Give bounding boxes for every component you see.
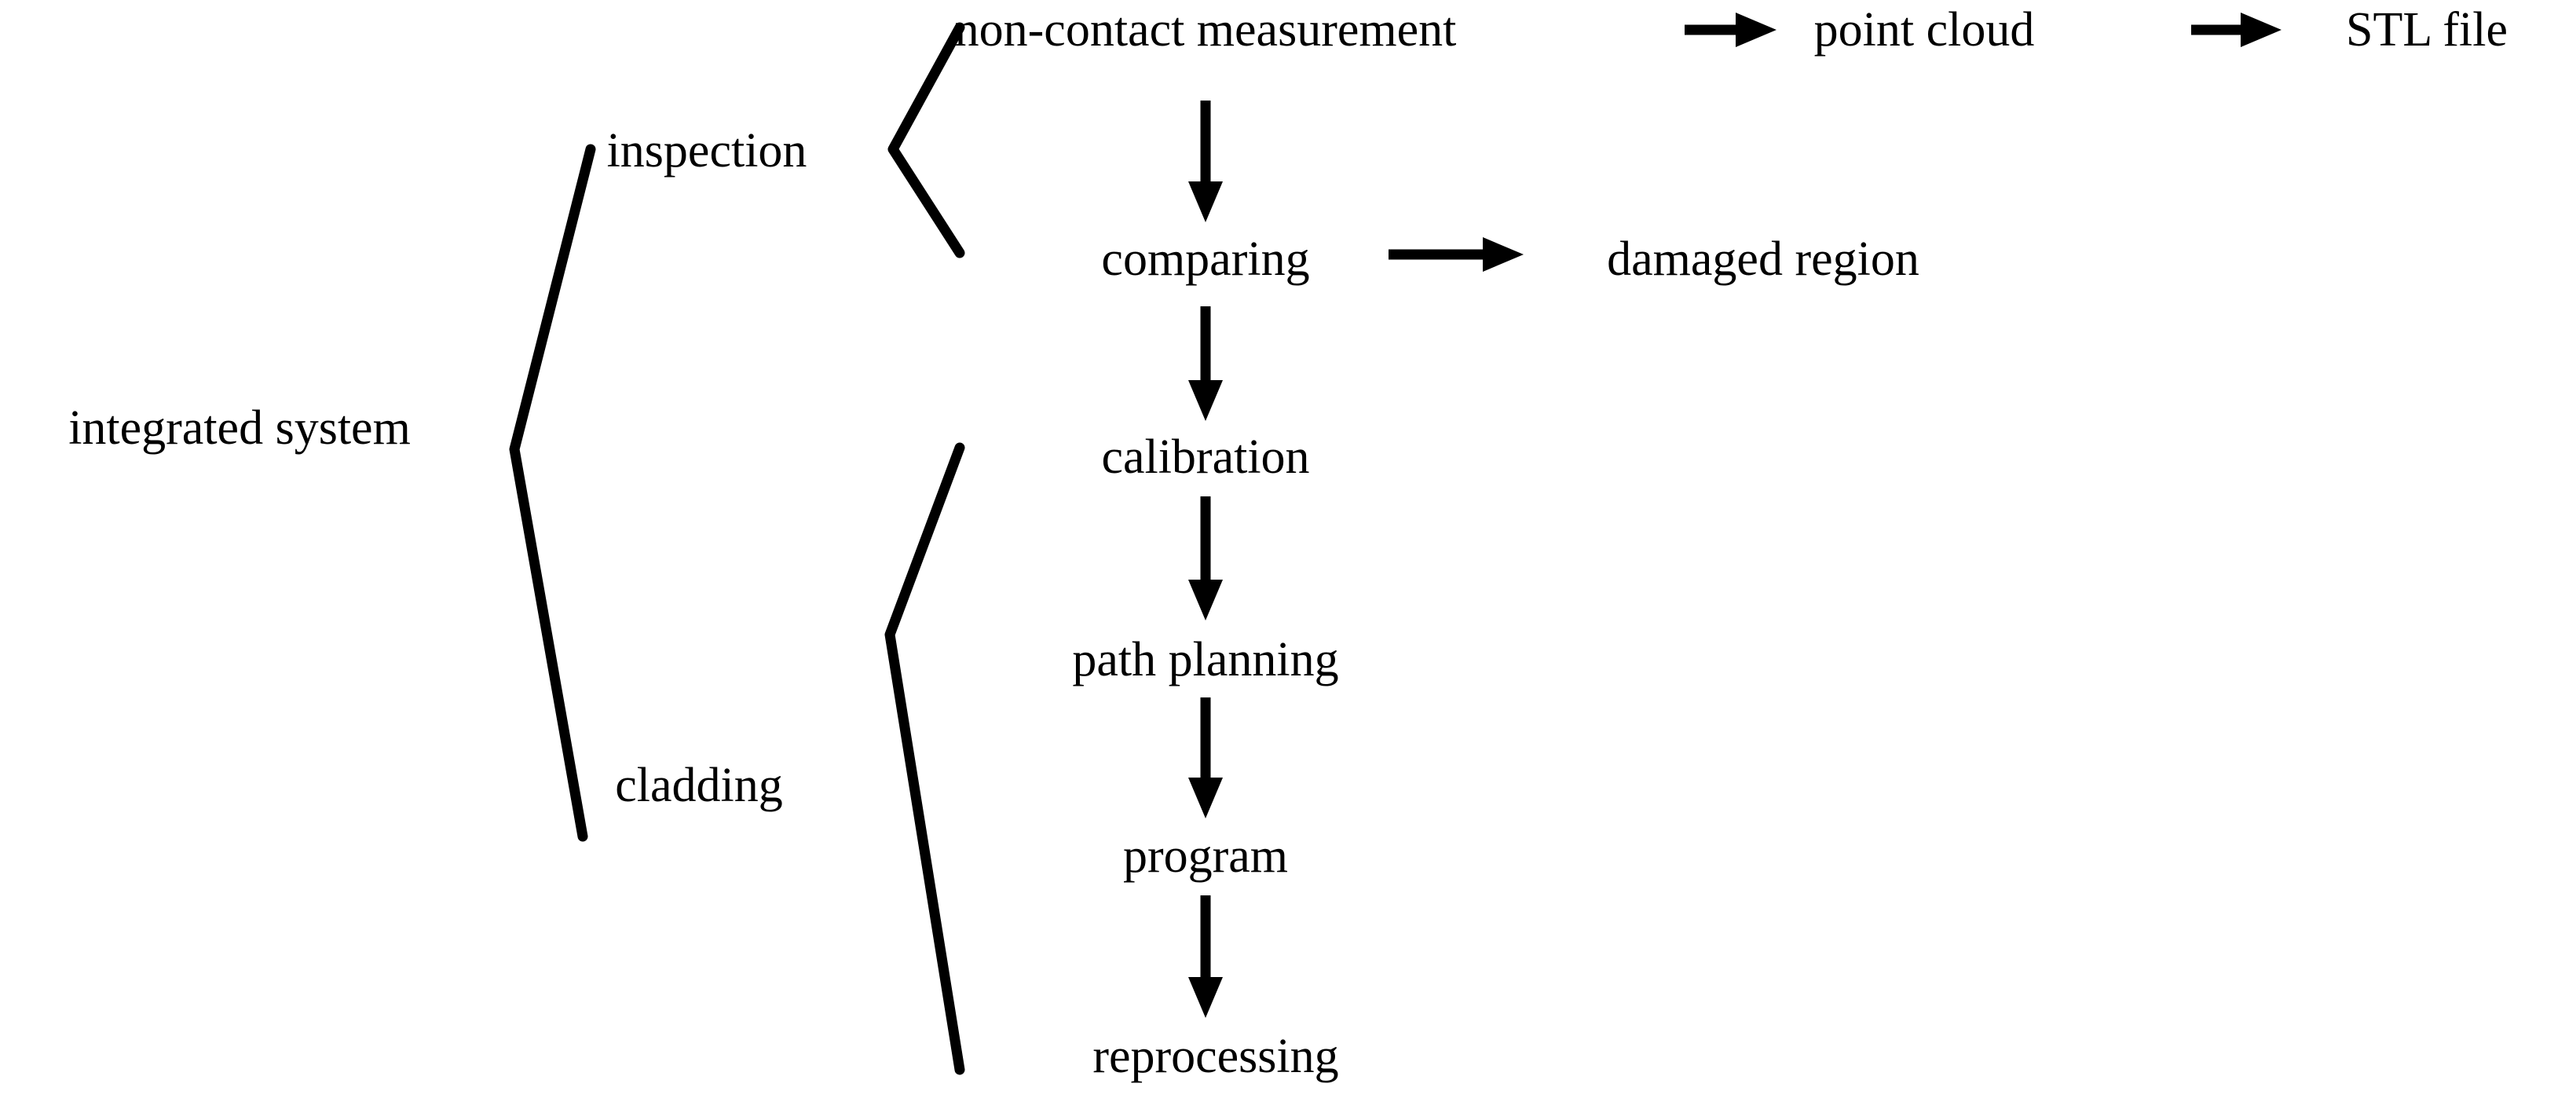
arrow-non-contact-measurement-to-comparing-head	[1188, 181, 1223, 222]
node-stl-file: STL file	[2345, 3, 2508, 57]
arrow-non-contact-measurement-to-comparing	[1188, 101, 1223, 222]
bracket-system-path	[509, 144, 596, 842]
arrow-comparing-to-calibration-head	[1188, 380, 1223, 421]
node-damaged-region: damaged region	[1607, 232, 1919, 286]
arrow-comparing-to-damaged-region-head	[1483, 237, 1524, 272]
cladding-bracket	[884, 442, 965, 1075]
integrated-system-bracket	[509, 144, 596, 842]
arrow-path-planning-to-program	[1188, 697, 1223, 818]
node-path-planning: path planning	[1072, 633, 1339, 686]
arrow-calibration-to-path-planning	[1188, 496, 1223, 620]
bracket-inspection-path	[887, 22, 965, 258]
node-calibration: calibration	[1101, 430, 1310, 484]
arrow-calibration-to-path-planning-head	[1188, 580, 1223, 620]
node-integrated-system: integrated system	[68, 401, 411, 455]
node-point-cloud: point cloud	[1813, 3, 2035, 57]
arrow-comparing-to-calibration	[1188, 306, 1223, 421]
bracket-cladding-path	[884, 442, 965, 1075]
arrow-comparing-to-damaged-region	[1389, 237, 1524, 272]
node-cladding: cladding	[615, 759, 783, 812]
node-program: program	[1122, 829, 1289, 883]
arrow-point-cloud-to-stl-file-head	[2241, 13, 2281, 47]
node-non-contact-measurement: non-contact measurement	[954, 3, 1457, 57]
arrow-layer	[1188, 13, 2281, 1018]
arrow-program-to-reprocessing	[1188, 895, 1223, 1018]
arrow-non-contact-measurement-to-point-cloud	[1685, 13, 1776, 47]
node-comparing: comparing	[1101, 232, 1310, 286]
arrow-program-to-reprocessing-head	[1188, 977, 1223, 1018]
inspection-bracket	[887, 22, 965, 258]
arrow-path-planning-to-program-head	[1188, 778, 1223, 818]
node-inspection: inspection	[606, 124, 807, 178]
arrow-point-cloud-to-stl-file	[2191, 13, 2281, 47]
arrow-non-contact-measurement-to-point-cloud-head	[1736, 13, 1776, 47]
node-reprocessing: reprocessing	[1092, 1030, 1339, 1083]
